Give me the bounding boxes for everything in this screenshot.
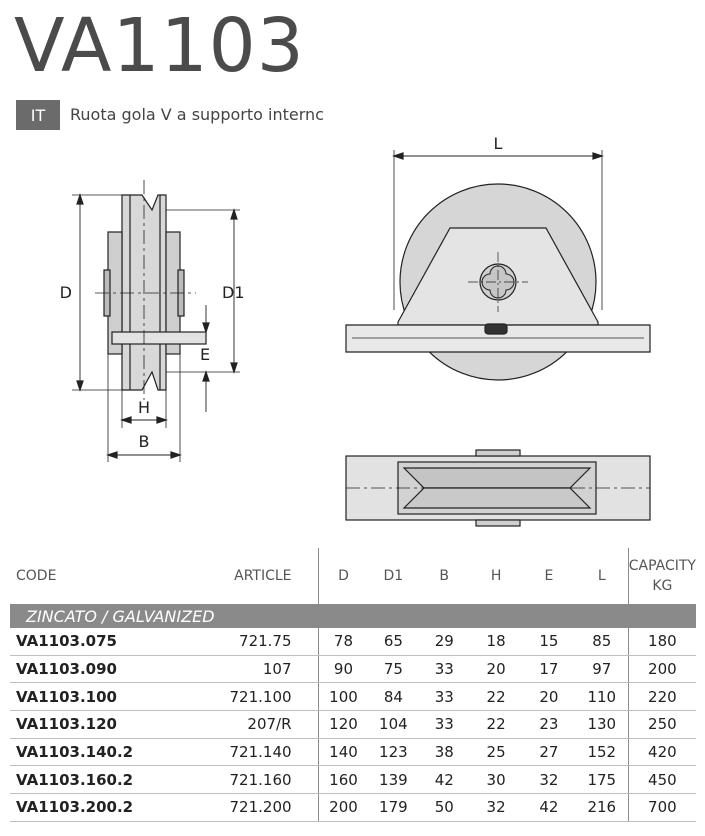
cell-b: 33 <box>418 682 471 712</box>
cell-e: 20 <box>522 682 576 712</box>
cell-d: 160 <box>317 765 369 795</box>
col-header-b: B <box>439 568 450 584</box>
cell-l: 175 <box>575 765 629 795</box>
cell-l: 97 <box>575 655 629 684</box>
cell-e: 27 <box>522 738 576 767</box>
group-label: ZINCATO / GALVANIZED <box>10 604 696 628</box>
cell-h: 25 <box>470 738 522 767</box>
cell-e: 15 <box>522 628 576 656</box>
cell-b: 33 <box>418 655 471 684</box>
cell-capacity: 420 <box>627 738 696 767</box>
language-badge: IT <box>16 100 60 130</box>
cell-l: 85 <box>575 628 629 656</box>
dim-label-h: H <box>138 398 150 417</box>
top-view-drawing <box>345 449 651 527</box>
cell-d: 120 <box>317 710 369 739</box>
cell-e: 42 <box>522 793 576 822</box>
technical-drawing: D D1 E H B L <box>60 134 651 527</box>
cell-d: 100 <box>317 682 369 712</box>
cell-code: VA1103.120 <box>10 710 166 739</box>
col-header-d1: D1 <box>383 568 404 584</box>
cell-l: 152 <box>575 738 629 767</box>
cell-capacity: 220 <box>627 682 696 712</box>
cell-h: 20 <box>470 655 522 684</box>
cell-article: 721.100 <box>165 682 319 712</box>
cell-b: 38 <box>418 738 471 767</box>
cell-code: VA1103.075 <box>10 628 166 656</box>
cell-code: VA1103.160.2 <box>10 765 166 795</box>
cell-article: 721.160 <box>165 765 319 795</box>
cell-d1: 104 <box>368 710 419 739</box>
cell-e: 32 <box>522 765 576 795</box>
cell-h: 30 <box>470 765 522 795</box>
cell-code: VA1103.140.2 <box>10 738 166 767</box>
col-header-h: H <box>490 568 502 584</box>
capacity-header-line1: CAPACITY <box>628 558 696 574</box>
col-header-code: CODE <box>16 568 57 584</box>
page-title: VA1103 <box>14 3 305 89</box>
cell-capacity: 200 <box>627 655 696 684</box>
col-header-d: D <box>317 548 369 604</box>
capacity-header-line2: KG <box>652 578 673 594</box>
col-header-e: E <box>544 568 554 584</box>
cell-b: 29 <box>418 628 471 656</box>
col-header-capacity: CAPACITY KG <box>627 548 696 604</box>
cell-d: 90 <box>317 655 369 684</box>
cell-h: 22 <box>470 710 522 739</box>
dim-label-l: L <box>494 134 503 153</box>
col-header-l: L <box>597 568 606 584</box>
cell-d1: 75 <box>368 655 419 684</box>
cell-article: 721.75 <box>165 628 319 656</box>
cell-article: 207/R <box>165 710 319 739</box>
dim-label-b: B <box>139 432 150 451</box>
cell-code: VA1103.200.2 <box>10 793 166 822</box>
cell-d1: 123 <box>368 738 419 767</box>
cell-l: 130 <box>575 710 629 739</box>
cell-capacity: 700 <box>627 793 696 822</box>
cell-l: 110 <box>575 682 629 712</box>
cell-b: 33 <box>418 710 471 739</box>
cell-d: 78 <box>317 628 369 656</box>
dim-label-d: D <box>60 283 72 302</box>
cell-d1: 179 <box>368 793 419 822</box>
cell-capacity: 450 <box>627 765 696 795</box>
col-header-article: ARTICLE <box>234 568 292 584</box>
cell-article: 721.140 <box>165 738 319 767</box>
cell-b: 50 <box>418 793 471 822</box>
cell-code: VA1103.090 <box>10 655 166 684</box>
cell-capacity: 250 <box>627 710 696 739</box>
cell-d: 200 <box>317 793 369 822</box>
cell-d1: 65 <box>368 628 419 656</box>
cell-e: 17 <box>522 655 576 684</box>
front-view-drawing <box>345 150 651 381</box>
group-row: ZINCATO / GALVANIZED <box>10 604 696 628</box>
dim-label-d1: D1 <box>222 283 245 302</box>
cell-b: 42 <box>418 765 471 795</box>
cell-article: 107 <box>165 655 319 684</box>
cell-l: 216 <box>575 793 629 822</box>
side-view-drawing <box>72 180 240 462</box>
table-header-row: CODE ARTICLE D D1 B H E L CAPACITY KG <box>10 548 696 604</box>
cell-d1: 84 <box>368 682 419 712</box>
cell-capacity: 180 <box>627 628 696 656</box>
cell-e: 23 <box>522 710 576 739</box>
cell-h: 22 <box>470 682 522 712</box>
product-table: CODE ARTICLE D D1 B H E L CAPACITY KG ZI… <box>10 548 696 822</box>
cell-article: 721.200 <box>165 793 319 822</box>
cell-code: VA1103.100 <box>10 682 166 712</box>
cell-d: 140 <box>317 738 369 767</box>
cell-d1: 139 <box>368 765 419 795</box>
cell-h: 32 <box>470 793 522 822</box>
product-subtitle: Ruota gola V a supporto internc <box>70 105 324 124</box>
dim-label-e: E <box>200 345 210 364</box>
cell-h: 18 <box>470 628 522 656</box>
